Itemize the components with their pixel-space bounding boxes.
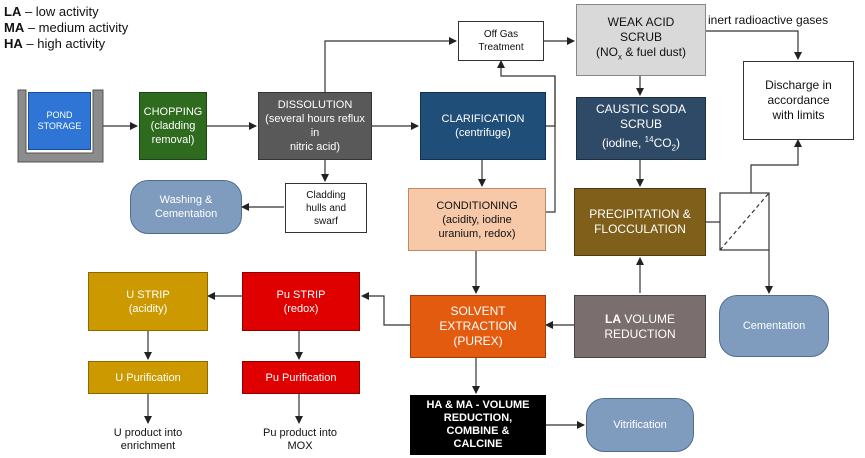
- inert-gases-label: inert radioactive gases: [708, 13, 829, 27]
- conditioning-node: CONDITIONING (acidity, iodine uranium, r…: [408, 188, 546, 251]
- arrow-filter-to-discharge: [750, 139, 802, 193]
- arrow-conditioning-to-offgas: [546, 76, 556, 213]
- precipitation-flocculation-node: PRECIPITATION & FLOCCULATION: [574, 188, 706, 256]
- chopping-node: CHOPPING (cladding removal): [139, 92, 207, 160]
- weak-acid-detail: (NOx & fuel dust): [595, 45, 687, 62]
- weak-acid-scrub-node: WEAK ACID SCRUB (NOx & fuel dust): [576, 4, 706, 76]
- hama-abbr: HA & MA: [426, 399, 473, 411]
- legend-la: LA – low activity: [4, 4, 99, 19]
- pu-purification-node: Pu Purification: [242, 361, 360, 394]
- cementation-node: Cementation: [719, 295, 829, 357]
- pond-storage-node: POND STORAGE: [28, 92, 91, 150]
- ha-ma-volume-reduction-node: HA & MA - VOLUME REDUCTION, COMBINE & CA…: [410, 395, 546, 455]
- washing-cementation-node: Washing & Cementation: [130, 180, 242, 234]
- legend-ma: MA – medium activity: [4, 20, 129, 35]
- la-volume-reduction-node: LA VOLUME REDUCTION: [574, 295, 706, 358]
- filter-diagonal: [719, 192, 770, 251]
- pond-storage-basin: [17, 89, 104, 163]
- arrow-weakacid-to-discharge: [706, 30, 802, 60]
- u-purification-node: U Purification: [88, 361, 208, 394]
- la-volume-abbr: LA: [604, 311, 621, 326]
- arrow-solvent-to-pustrip: [361, 292, 410, 326]
- legend: LA – low activity MA – medium activity H…: [4, 4, 128, 52]
- legend-ha: HA – high activity: [4, 36, 106, 51]
- la-volume-text: VOLUME REDUCTION: [604, 311, 676, 341]
- caustic-detail: (iodine, 14CO2): [601, 134, 681, 153]
- dissolution-node: DISSOLUTION (several hours reflux in nit…: [258, 92, 372, 160]
- arrow-dissolution-to-offgas: [324, 37, 457, 92]
- caustic-soda-scrub-node: CAUSTIC SODA SCRUB (iodine, 14CO2): [576, 97, 706, 160]
- off-gas-treatment-node: Off Gas Treatment: [458, 21, 544, 61]
- u-product-label: U product into enrichment: [113, 427, 183, 452]
- discharge-node: Discharge in accordance with limits: [743, 61, 854, 140]
- clarification-node: CLARIFICATION (centrifuge): [420, 92, 546, 160]
- u-strip-node: U STRIP (acidity): [88, 272, 208, 331]
- pu-strip-node: Pu STRIP (redox): [242, 272, 360, 331]
- vitrification-node: Vitrification: [586, 398, 694, 452]
- solvent-extraction-node: SOLVENT EXTRACTION (PUREX): [410, 295, 546, 358]
- hama-text: - VOLUME REDUCTION, COMBINE & CALCINE: [443, 399, 530, 450]
- pu-product-label: Pu product into MOX: [263, 427, 337, 452]
- cladding-hulls-node: Cladding hulls and swarf: [285, 183, 367, 233]
